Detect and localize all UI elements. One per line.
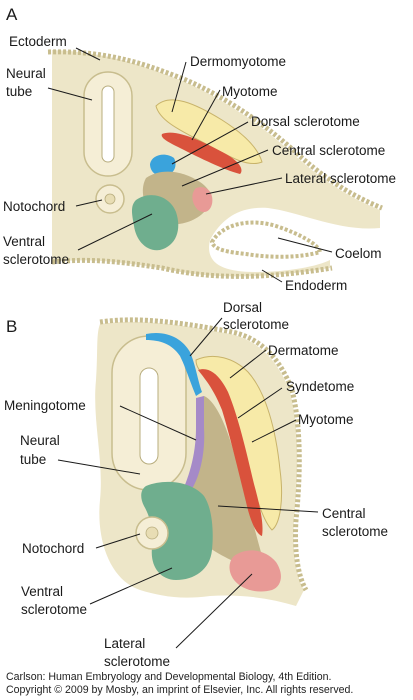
label-b-lateral-sclerotome-2: sclerotome <box>104 654 170 669</box>
label-a-endoderm: Endoderm <box>285 278 347 293</box>
label-b-ventral-sclerotome-2: sclerotome <box>21 602 87 617</box>
leader-a-dermomyotome <box>171 61 187 113</box>
leader-a-central-sclerotome <box>181 149 269 187</box>
leader-a-lateral-sclerotome <box>205 177 283 195</box>
label-b-meningotome: Meningotome <box>4 398 86 413</box>
panel-a-dorsal-sclerotome <box>150 154 176 176</box>
leader-b-syndetome <box>237 387 283 419</box>
panel-a-coelom <box>209 220 323 259</box>
leader-b-dorsal-sclerotome <box>189 317 223 357</box>
label-a-dorsal-sclerotome: Dorsal sclerotome <box>251 114 360 129</box>
panel-a-ectoderm <box>47 49 383 211</box>
label-b-lateral-sclerotome-1: Lateral <box>104 636 145 651</box>
label-a-ventral-sclerotome-1: Ventral <box>3 234 45 249</box>
label-a-ectoderm: Ectoderm <box>9 34 67 49</box>
leader-a-endoderm <box>261 269 283 283</box>
leader-b-lateral-sclerotome <box>175 573 253 649</box>
leader-b-central-sclerotome <box>217 505 319 513</box>
leader-a-myotome <box>191 89 221 141</box>
leader-b-ventral-sclerotome <box>89 567 173 605</box>
label-b-neural-tube-2: tube <box>20 452 46 467</box>
panel-a-ventral-sclerotome <box>132 195 179 251</box>
panel-b-myotome <box>198 369 263 536</box>
panel-b-lateral-sclerotome <box>229 550 281 592</box>
panel-a: A <box>3 5 396 293</box>
label-a-myotome: Myotome <box>222 84 278 99</box>
label-b-dermatome: Dermatome <box>268 343 339 358</box>
panel-a-dermomyotome <box>155 99 263 164</box>
leader-b-neural-tube <box>57 459 141 475</box>
label-b-dorsal-sclerotome-2: sclerotome <box>223 317 289 332</box>
label-b-central-sclerotome-2: sclerotome <box>322 524 388 539</box>
label-b-central-sclerotome-1: Central <box>322 506 366 521</box>
leader-a-ventral-sclerotome <box>77 213 153 251</box>
label-b-syndetome: Syndetome <box>286 379 354 394</box>
label-a-ventral-sclerotome-2: sclerotome <box>3 252 69 267</box>
leader-b-meningotome <box>119 405 197 441</box>
panel-a-letter: A <box>6 5 18 24</box>
label-a-neural-tube-1: Neural <box>6 66 46 81</box>
leader-b-dermatome <box>229 349 267 379</box>
panel-a-notochord-core <box>104 193 116 205</box>
leader-a-notochord <box>75 199 103 207</box>
label-a-coelom: Coelom <box>335 246 382 261</box>
leader-a-coelom <box>277 237 333 253</box>
label-a-neural-tube-2: tube <box>6 84 32 99</box>
leader-b-notochord <box>95 533 141 549</box>
leader-a-dorsal-sclerotome <box>171 121 249 165</box>
panel-b-notochord-core <box>145 526 159 540</box>
label-b-myotome: Myotome <box>298 412 354 427</box>
label-b-dorsal-sclerotome-1: Dorsal <box>223 300 262 315</box>
panel-a-endoderm <box>51 257 333 279</box>
label-a-dermomyotome: Dermomyotome <box>190 54 286 69</box>
leader-b-myotome <box>251 419 297 443</box>
credit: Carlson: Human Embryology and Developmen… <box>6 671 353 697</box>
credit-line-2: Copyright © 2009 by Mosby, an imprint of… <box>6 684 354 696</box>
panel-b-ectoderm <box>99 317 309 592</box>
panel-b-dorsal-sclerotome <box>146 332 202 396</box>
leader-a-ectoderm <box>75 47 101 61</box>
label-b-notochord: Notochord <box>22 541 84 556</box>
panel-b-ventral-sclerotome <box>141 481 213 580</box>
panel-b-letter: B <box>6 317 17 336</box>
label-b-neural-tube-1: Neural <box>20 433 60 448</box>
panel-a-myotome <box>161 132 242 174</box>
label-a-lateral-sclerotome: Lateral sclerotome <box>285 171 396 186</box>
leader-a-neural-tube <box>47 87 93 101</box>
label-b-ventral-sclerotome-1: Ventral <box>21 584 63 599</box>
label-a-central-sclerotome: Central sclerotome <box>272 143 385 158</box>
label-a-notochord: Notochord <box>3 199 65 214</box>
panel-a-neural-canal <box>101 85 115 163</box>
panel-b: B Dorsal <box>4 300 388 669</box>
credit-line-1: Carlson: Human Embryology and Developmen… <box>6 671 332 683</box>
panel-b-neural-canal <box>139 367 159 465</box>
